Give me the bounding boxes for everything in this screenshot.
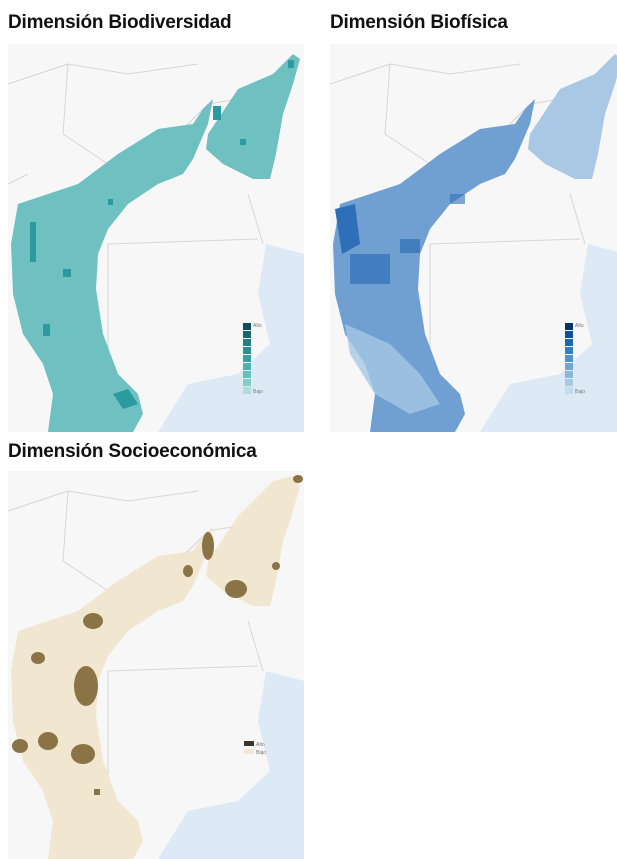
legend-swatch <box>565 379 573 386</box>
map-socioeconomica[interactable]: Alto Bajo <box>8 471 304 859</box>
legend-swatch <box>565 363 573 370</box>
legend-swatch <box>565 323 573 330</box>
legend-swatch <box>565 387 573 394</box>
map-biofisica[interactable]: Alto Bajo <box>330 44 617 432</box>
high-value-patches <box>335 194 465 284</box>
region-shape <box>333 54 617 432</box>
legend-swatches <box>243 323 251 394</box>
map-biodiversidad[interactable]: Alto Bajo <box>8 44 304 432</box>
province-borders <box>330 63 586 432</box>
legend-swatch <box>565 331 573 338</box>
high-value-patches <box>12 475 303 795</box>
region-shape <box>11 476 300 859</box>
legend-swatch <box>243 323 251 330</box>
legend-swatch <box>243 331 251 338</box>
legend-low-label: Bajo <box>256 750 266 756</box>
map-svg: Alto Bajo <box>8 54 304 432</box>
sea <box>158 244 304 432</box>
legend-swatch <box>243 371 251 378</box>
legend-low-label: Bajo <box>253 389 263 395</box>
legend-swatch <box>243 339 251 346</box>
legend-swatch <box>243 347 251 354</box>
legend-swatch <box>243 355 251 362</box>
legend-swatch <box>565 347 573 354</box>
sea <box>158 671 304 859</box>
map-svg: Alto Bajo <box>8 475 304 859</box>
panel-title: Dimensión Biofísica <box>330 12 508 33</box>
legend-swatch <box>565 339 573 346</box>
panel-title: Dimensión Socioeconómica <box>8 441 257 462</box>
region-shape <box>11 54 300 432</box>
legend: Alto Bajo <box>243 323 263 395</box>
legend-swatch <box>244 741 254 746</box>
legend-low-label: Bajo <box>575 389 585 395</box>
legend-swatch <box>565 371 573 378</box>
legend-swatch <box>244 749 254 754</box>
legend: Alto Bajo <box>565 323 585 395</box>
legend-swatch <box>243 363 251 370</box>
legend-swatch <box>565 355 573 362</box>
legend-swatch <box>243 387 251 394</box>
legend-swatch <box>243 379 251 386</box>
map-svg: Alto Bajo <box>330 54 617 432</box>
high-value-patches <box>30 60 294 409</box>
legend-high-label: Alto <box>575 323 584 329</box>
legend-swatches <box>244 741 254 754</box>
sea <box>480 244 617 432</box>
legend-high-label: Alto <box>256 742 265 748</box>
legend-high-label: Alto <box>253 323 262 329</box>
panel-title: Dimensión Biodiversidad <box>8 12 232 33</box>
legend-swatches <box>565 323 573 394</box>
legend: Alto Bajo <box>244 741 266 756</box>
